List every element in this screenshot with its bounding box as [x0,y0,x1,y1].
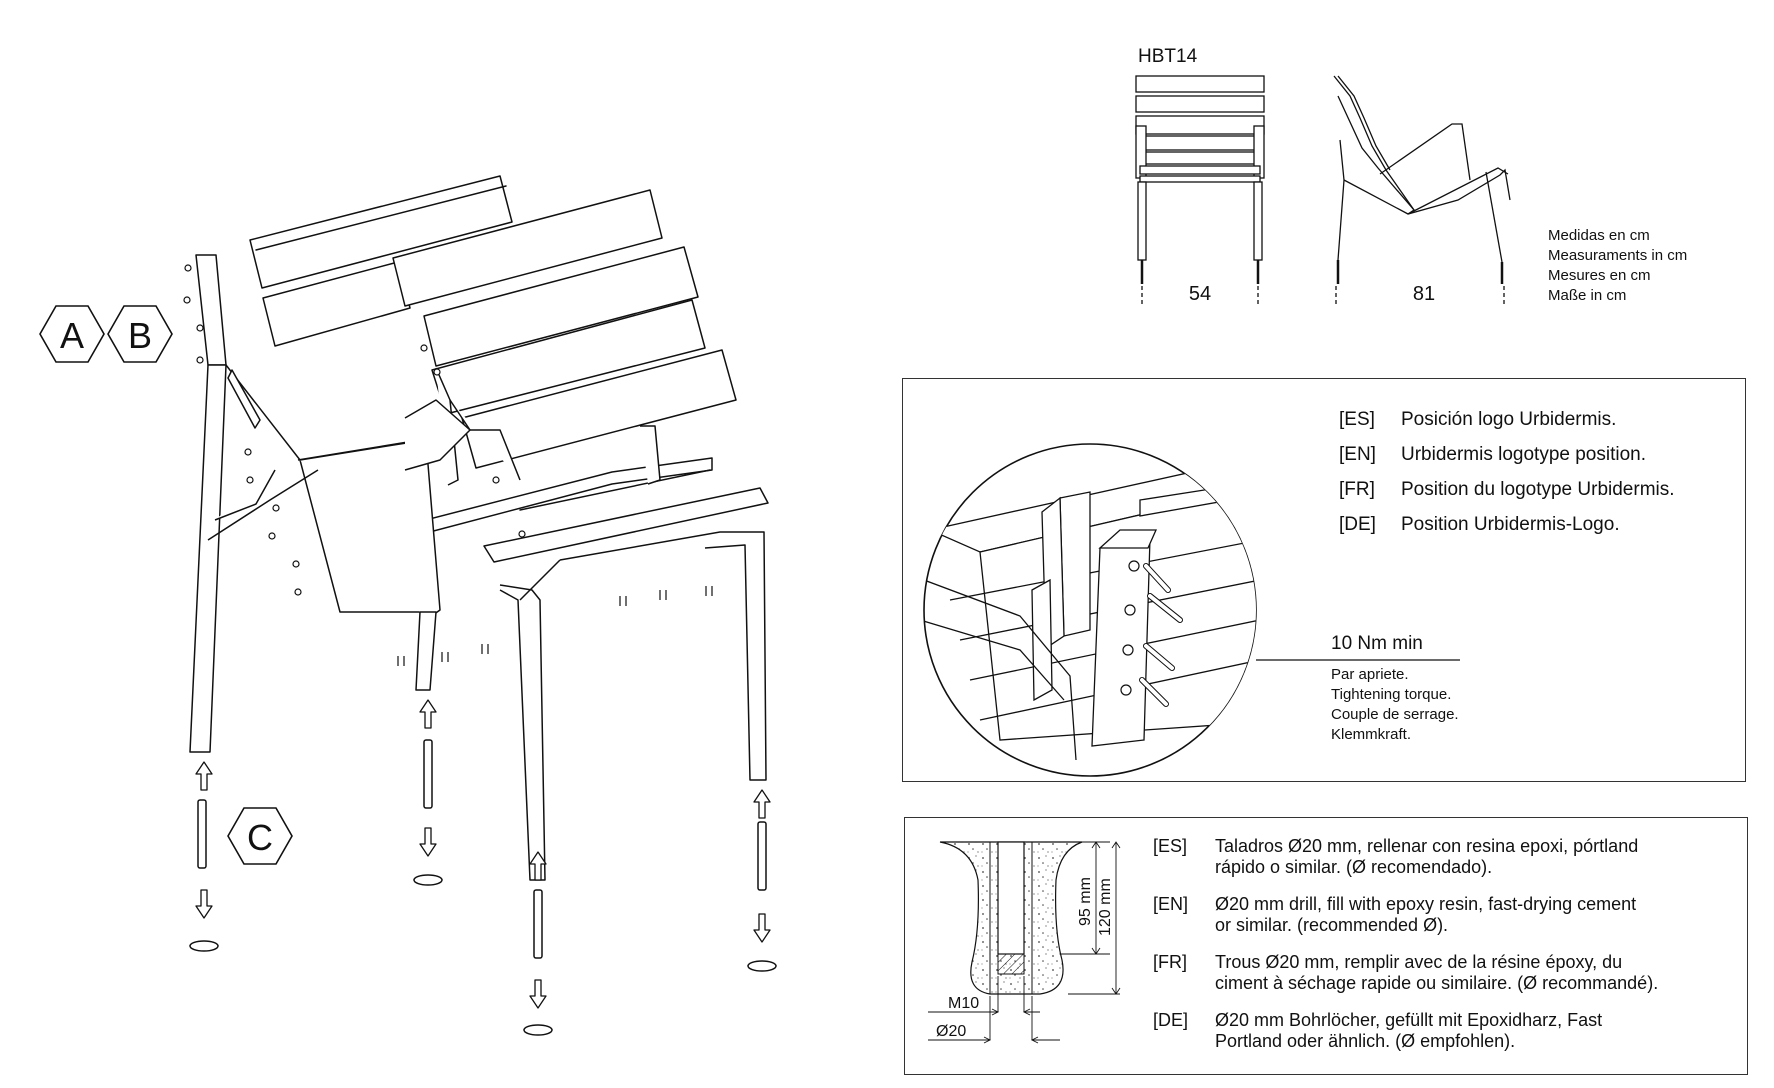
anchoring-text: Taladros Ø20 mm, rellenar con resina epo… [1215,836,1639,877]
screws [183,264,713,666]
dimension-width: 54 [1189,283,1211,305]
lang-code: [DE] [1153,1010,1189,1030]
model-name: HBT14 [1138,46,1198,67]
lang-code: [EN] [1339,444,1376,465]
anchoring-text: Ø20 mm drill, fill with epoxy resin, fas… [1215,894,1637,935]
unit-es: Medidas en cm [1548,227,1650,244]
label-a-hexagon [39,305,105,363]
torque-line: Couple de serrage. [1331,706,1459,723]
lang-code: [DE] [1339,514,1376,535]
anchoring-text: Ø20 mm Bohrlöcher, gefüllt mit Epoxidhar… [1215,1010,1603,1051]
anchor-pins [197,739,767,959]
bolt-size-label: M10 [948,995,979,1012]
label-b: B [128,315,152,356]
torque-line: Par apriete. [1331,666,1409,683]
up-arrows [195,699,771,881]
down-arrows [195,827,771,1009]
torque-line: Klemmkraft. [1331,726,1412,743]
torque-line: Tightening torque. [1331,686,1452,703]
units-list: Medidas en cm Measuraments in cm Mesures… [1548,226,1687,306]
logo-position-text: Position Urbidermis-Logo. [1401,514,1620,535]
label-c-hexagon [227,807,293,865]
lang-code: [EN] [1153,894,1189,914]
unit-en: Measuraments in cm [1548,247,1688,264]
torque-value: 10 Nm min [1331,633,1423,654]
dimension-depth: 81 [1413,283,1435,305]
anchoring-panel: [ES] Taladros Ø20 mm, rellenar con resin… [904,817,1748,1075]
unit-fr: Mesures en cm [1548,267,1651,284]
depth-inner-label: 95 mm [1077,877,1094,926]
depth-outer-label: 120 mm [1097,878,1114,936]
side-view-drawing [1333,75,1511,304]
lang-code: [ES] [1153,836,1188,856]
anchoring-section-drawing [928,841,1121,1044]
unit-de: Maße in cm [1548,287,1627,304]
hole-diameter-label: Ø20 [936,1023,966,1040]
label-c: C [247,817,273,858]
label-a: A [60,315,84,356]
ground-holes [189,874,777,1036]
right-side-frame [404,367,767,881]
logo-position-panel: [ES] Posición logo Urbidermis. [EN] Urbi… [902,378,1746,782]
backrest-slats [249,175,737,469]
logo-position-text: Posición logo Urbidermis. [1401,409,1617,430]
lang-code: [ES] [1339,409,1375,430]
label-b-hexagon [107,305,173,363]
torque-description: Par apriete. Tightening torque. Couple d… [1331,665,1459,745]
left-side-frame [189,254,441,753]
logo-position-text: Urbidermis logotype position. [1401,444,1647,465]
lang-code: [FR] [1153,952,1187,972]
lang-code: [FR] [1339,479,1375,500]
logo-position-text: Position du logotype Urbidermis. [1401,479,1675,500]
front-view-drawing [1135,75,1265,304]
anchoring-text: Trous Ø20 mm, remplir avec de la résine … [1215,952,1659,993]
